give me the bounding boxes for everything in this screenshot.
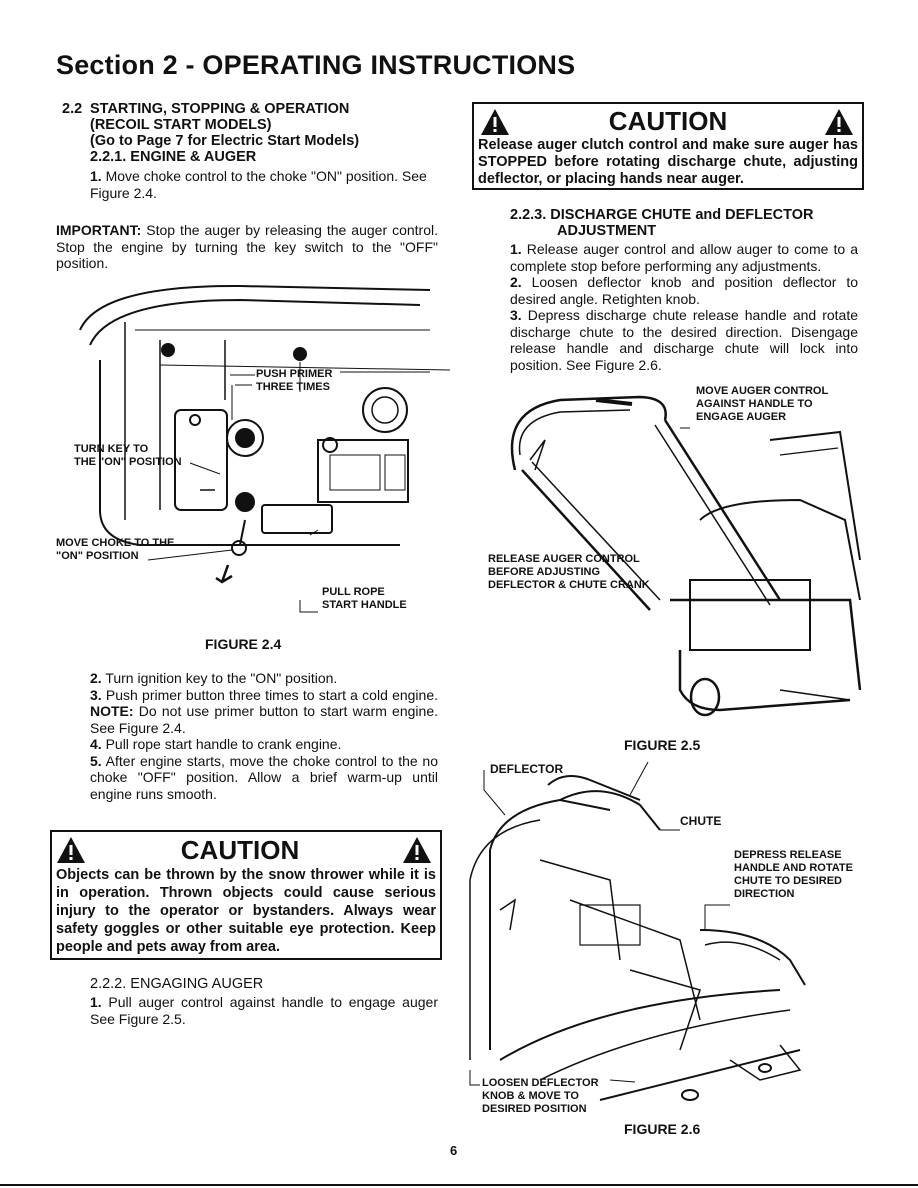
step-1: 1. Move choke control to the choke "ON" … [90, 168, 438, 201]
chute-step-3-text: Depress discharge chute release handle a… [510, 307, 858, 373]
label-release-line1: RELEASE AUGER CONTROL [488, 553, 640, 565]
label-push-primer: PUSH PRIMER [256, 368, 333, 380]
label-move-auger-control: MOVE AUGER CONTROL AGAINST HANDLE TO ENG… [696, 385, 828, 424]
step-5-text: After engine starts, move the choke cont… [90, 752, 438, 802]
label-move-auger-line3: ENGAGE AUGER [696, 411, 787, 423]
caution-title: CAUTION [608, 106, 728, 136]
label-depress-line1: DEPRESS RELEASE [734, 849, 842, 861]
warning-triangle-icon [481, 109, 509, 135]
heading-2-2-line2: (RECOIL START MODELS) [90, 117, 272, 133]
heading-2-2-line1: STARTING, STOPPING & OPERATION [90, 101, 350, 117]
label-loosen-line3: DESIRED POSITION [482, 1103, 587, 1115]
label-depress-line4: DIRECTION [734, 888, 795, 900]
figure-2-6-caption: FIGURE 2.6 [624, 1121, 701, 1137]
label-loosen-line2: KNOB & MOVE TO [482, 1090, 579, 1102]
label-turn-key-line1: TURN KEY TO [74, 443, 149, 455]
label-move-choke-line1: MOVE CHOKE TO THE [56, 537, 175, 549]
label-release-auger-control: RELEASE AUGER CONTROL BEFORE ADJUSTING D… [488, 553, 650, 592]
page-number: 6 [450, 1143, 458, 1158]
chute-step-3-number: 3. [510, 307, 522, 323]
label-depress-line2: HANDLE AND ROTATE [734, 862, 853, 874]
step-3: 3. Push primer button three times to sta… [90, 687, 438, 737]
caution-text: Release auger clutch control and make su… [478, 137, 858, 187]
important-note: IMPORTANT: Stop the auger by releasing t… [56, 222, 438, 272]
important-text: Stop the auger by releasing the auger co… [56, 222, 438, 271]
label-move-choke: MOVE CHOKE TO THE "ON" POSITION [56, 537, 174, 563]
label-deflector: DEFLECTOR [490, 762, 564, 776]
label-pull-rope-line1: PULL ROPE [322, 586, 385, 598]
label-depress-line3: CHUTE TO DESIRED [734, 875, 842, 887]
step-1-number: 1. [90, 168, 102, 184]
caution-title: CAUTION [180, 835, 300, 865]
label-depress-release: DEPRESS RELEASE HANDLE AND ROTATE CHUTE … [734, 849, 853, 901]
caution-text: Objects can be thrown by the snow throwe… [56, 867, 436, 955]
bottom-rule [0, 1184, 918, 1186]
label-pull-rope-line2: START HANDLE [322, 599, 407, 611]
figure-2-5-caption: FIGURE 2.5 [624, 737, 701, 753]
step-5-number: 5. [90, 752, 102, 769]
step-4-number: 4. [90, 736, 102, 752]
label-loosen-deflector: LOOSEN DEFLECTOR KNOB & MOVE TO DESIRED … [482, 1077, 599, 1116]
caution-box-auger-clutch: CAUTION Release auger clutch control and… [472, 102, 864, 190]
chute-step-1-number: 1. [510, 241, 522, 257]
chute-step-1-text: Release auger control and allow auger to… [510, 241, 858, 274]
engaging-step-1-text: Pull auger control against handle to eng… [90, 994, 438, 1027]
label-move-auger-line1: MOVE AUGER CONTROL [696, 385, 829, 397]
heading-2-2-3-line1: 2.2.3. DISCHARGE CHUTE and DEFLECTOR [510, 207, 814, 223]
steps-2-5: 2. Turn ignition key to the "ON" positio… [90, 670, 438, 802]
label-turn-key: TURN KEY TO THE "ON" POSITION [74, 443, 182, 469]
step-3-text-a: Push primer button three times to start … [101, 686, 438, 703]
heading-2-2-block: STARTING, STOPPING & OPERATION (RECOIL S… [90, 101, 440, 165]
step-4-text: Pull rope start handle to crank engine. [101, 736, 342, 752]
label-turn-key-line2: THE "ON" POSITION [74, 456, 182, 468]
chute-step-2-number: 2. [510, 274, 522, 290]
heading-2-2-number: 2.2 [62, 101, 83, 117]
heading-2-2: 2.2 [62, 101, 442, 117]
step-3-text-b: Do not use primer button to start warm e… [90, 703, 438, 736]
step-2: 2. Turn ignition key to the "ON" positio… [90, 670, 438, 687]
warning-triangle-icon [57, 837, 85, 863]
heading-2-2-1: 2.2.1. ENGINE & AUGER [90, 149, 257, 165]
heading-2-2-line3: (Go to Page 7 for Electric Start Models) [90, 133, 360, 149]
important-label: IMPORTANT: [56, 222, 142, 238]
step-2-number: 2. [90, 670, 102, 686]
chute-step-1: 1. Release auger control and allow auger… [510, 241, 858, 274]
label-move-auger-line2: AGAINST HANDLE TO [696, 398, 813, 410]
label-loosen-line1: LOOSEN DEFLECTOR [482, 1077, 599, 1089]
step-2-text: Turn ignition key to the "ON" position. [101, 670, 338, 686]
engaging-step-1: 1. Pull auger control against handle to … [90, 994, 438, 1027]
heading-2-2-3-line2: ADJUSTMENT [557, 223, 657, 239]
step-3-note: NOTE: [90, 703, 134, 719]
page-title: Section 2 - OPERATING INSTRUCTIONS [56, 50, 576, 80]
label-move-choke-line2: "ON" POSITION [56, 550, 139, 562]
heading-2-2-3: 2.2.3. DISCHARGE CHUTE and DEFLECTOR ADJ… [510, 207, 860, 239]
chute-steps: 1. Release auger control and allow auger… [510, 241, 858, 373]
step-4: 4. Pull rope start handle to crank engin… [90, 736, 438, 753]
label-release-line2: BEFORE ADJUSTING [488, 566, 601, 578]
step-5: 5. After engine starts, move the choke c… [90, 753, 438, 803]
label-release-line3: DEFLECTOR & CHUTE CRANK [488, 579, 650, 591]
chute-step-2: 2. Loosen deflector knob and position de… [510, 274, 858, 307]
label-pull-rope: PULL ROPE START HANDLE [322, 586, 407, 612]
step-3-number: 3. [90, 686, 102, 703]
chute-step-3: 3. Depress discharge chute release handl… [510, 307, 858, 373]
heading-2-2-2: 2.2.2. ENGAGING AUGER [90, 976, 264, 992]
warning-triangle-icon [825, 109, 853, 135]
label-three-times: THREE TIMES [256, 381, 330, 393]
engaging-step-1-number: 1. [90, 994, 102, 1010]
step-1-text: Move choke control to the choke "ON" pos… [90, 168, 427, 201]
caution-box-thrown-objects: CAUTION Objects can be thrown by the sno… [50, 830, 442, 960]
label-chute: CHUTE [680, 814, 722, 828]
warning-triangle-icon [403, 837, 431, 863]
chute-step-2-text: Loosen deflector knob and position defle… [510, 274, 858, 307]
figure-2-4-caption: FIGURE 2.4 [205, 636, 282, 652]
